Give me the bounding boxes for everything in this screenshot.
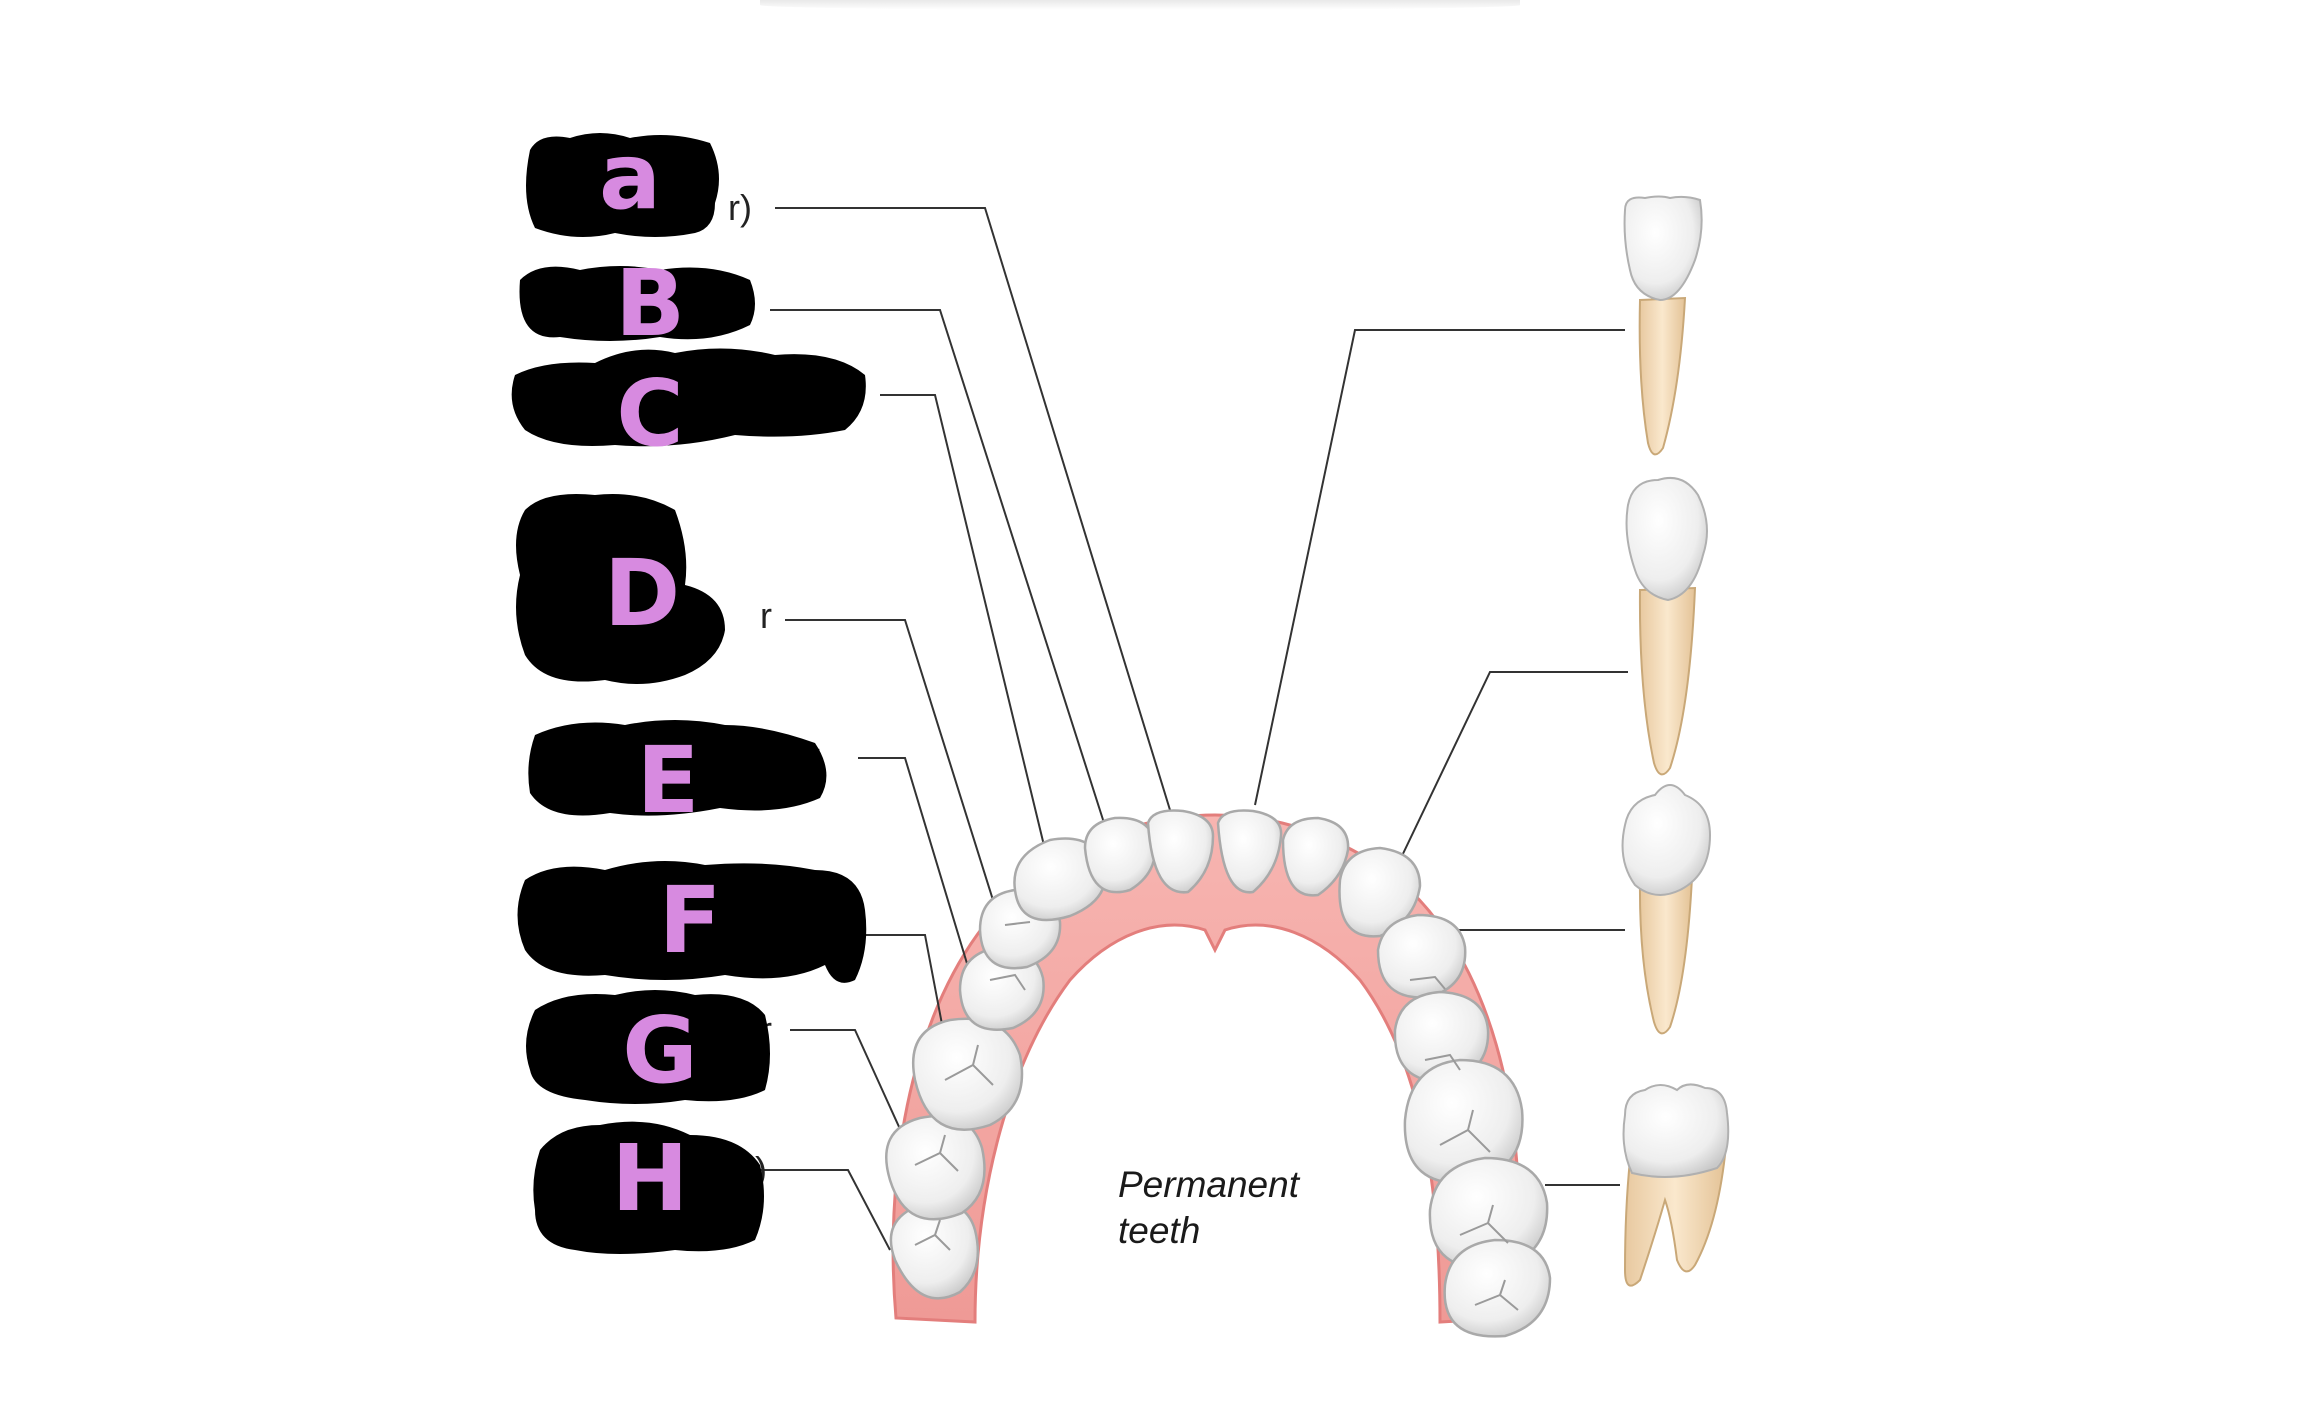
- letter-b: B: [615, 250, 685, 357]
- letter-c: C: [616, 360, 684, 467]
- tooth-molar-1-right: [1403, 1058, 1524, 1185]
- tooth-molar-1-left: [911, 1017, 1024, 1131]
- redaction-e: [528, 720, 827, 816]
- incisor-side-view: [1623, 195, 1703, 456]
- letter-f: F: [659, 867, 722, 974]
- redaction-g: [526, 990, 770, 1104]
- tooth-lateral-incisor-right: [1281, 816, 1350, 897]
- tooth-central-incisor-right: [1216, 809, 1283, 894]
- tooth-canine-right: [1338, 846, 1422, 938]
- redaction-d: [516, 494, 725, 684]
- tooth-molar-3-left: [889, 1201, 980, 1300]
- letter-g: G: [622, 997, 698, 1104]
- canine-side-view: [1621, 784, 1712, 1035]
- redactions: [511, 133, 867, 1254]
- letter-h: H: [612, 1125, 689, 1232]
- tooth-molar-3-right: [1443, 1238, 1552, 1338]
- letter-a: a: [599, 123, 661, 230]
- letter-e: E: [637, 727, 700, 834]
- diagram-caption: Permanent teeth: [1118, 1162, 1299, 1254]
- letter-d: D: [604, 540, 680, 647]
- fragment-a: r): [728, 187, 752, 228]
- fragment-d: r: [760, 595, 772, 636]
- leader-lines: [760, 207, 1628, 1251]
- caption-line-2: teeth: [1118, 1210, 1201, 1251]
- handwritten-letters: a B C D E F G H: [599, 123, 721, 1232]
- redaction-a: [526, 133, 719, 237]
- caption-line-1: Permanent: [1118, 1164, 1299, 1205]
- arch-teeth: [885, 809, 1552, 1338]
- molar-side-view: [1622, 1083, 1730, 1287]
- tooth-premolar-1-right: [1376, 913, 1467, 999]
- top-edge-shadow: [760, 0, 1520, 10]
- tooth-molar-2-left: [885, 1114, 986, 1221]
- redaction-f: [517, 861, 867, 983]
- tooth-central-incisor-left: [1146, 809, 1215, 894]
- redaction-c: [511, 348, 866, 447]
- redaction-h: [533, 1121, 764, 1254]
- redaction-b: [519, 266, 755, 341]
- lateral-incisor-side-view: [1625, 476, 1708, 776]
